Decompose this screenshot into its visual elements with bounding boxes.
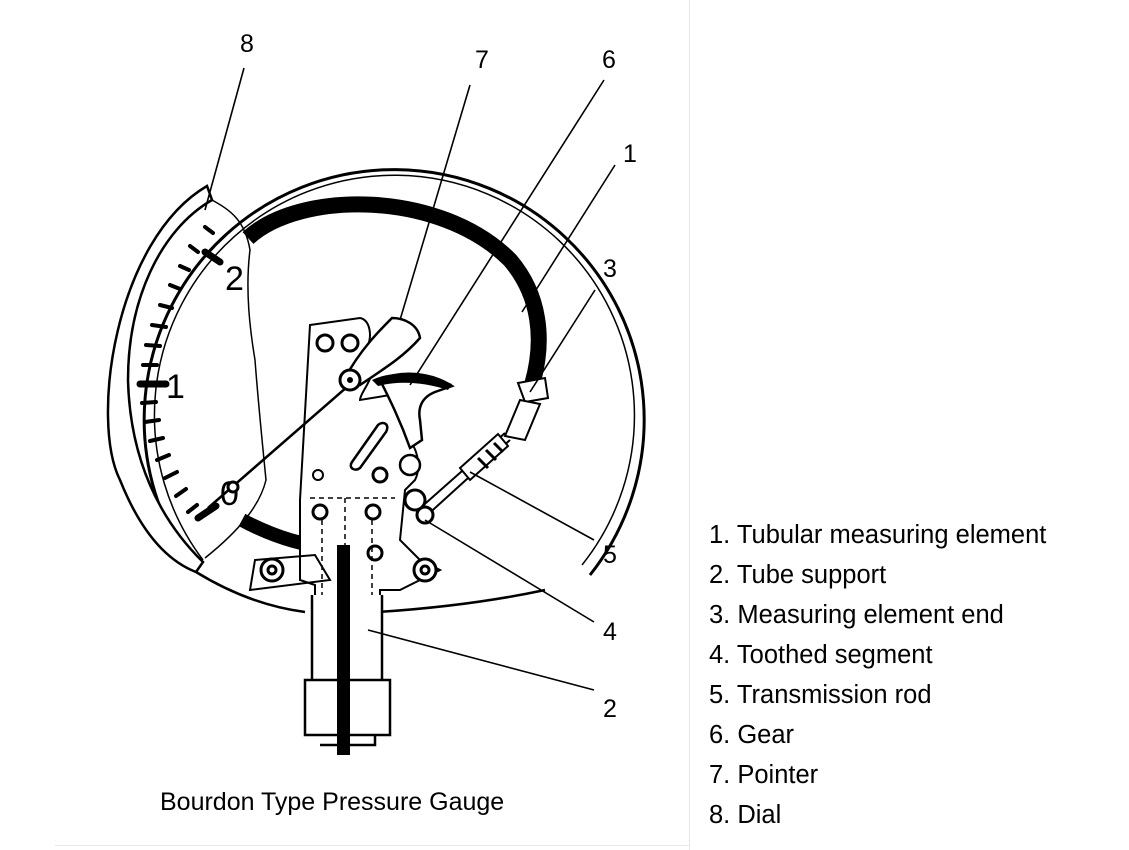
dial-number-2: 2	[225, 260, 244, 298]
callout-1: 1	[623, 140, 637, 168]
pointer-tail	[226, 480, 240, 494]
callout-8: 8	[240, 30, 254, 58]
rod-adjuster	[458, 432, 510, 482]
segment-pivot	[398, 453, 422, 477]
plate-slot	[349, 421, 389, 471]
diagram-panel	[689, 0, 690, 850]
legend-item-8: 8. Dial	[709, 801, 782, 829]
callout-5: 5	[603, 541, 617, 569]
legend-item-3: 3. Measuring element end	[709, 601, 1004, 629]
callout-6: 6	[602, 46, 616, 74]
dial-number-1: 1	[166, 368, 185, 406]
legend-item-5: 5. Transmission rod	[709, 681, 932, 709]
rod-threads	[476, 441, 505, 470]
bourdon-tube	[242, 196, 547, 388]
callout-4: 4	[603, 618, 617, 646]
legend-item-2: 2. Tube support	[709, 561, 887, 589]
pointer-hub	[343, 316, 422, 387]
segment-link	[403, 488, 435, 525]
dial-major-ticks	[136, 248, 224, 522]
gear-center	[347, 377, 353, 383]
lower-bracket	[248, 553, 332, 592]
callout-2: 2	[603, 695, 617, 723]
toothed-segment	[378, 372, 455, 450]
panel-divider	[55, 845, 690, 846]
legend-item-4: 4. Toothed segment	[709, 641, 933, 669]
callout-7: 7	[475, 46, 489, 74]
callout-3: 3	[603, 255, 617, 283]
mounting-screws	[259, 557, 438, 583]
diagram-caption: Bourdon Type Pressure Gauge	[160, 788, 505, 816]
bourdon-gauge-diagram: 2 1 0	[106, 30, 646, 755]
gauge-case-bottom	[195, 570, 546, 614]
socket-bore	[337, 545, 350, 755]
dial-ticks	[140, 225, 215, 514]
legend-item-1: 1. Tubular measuring element	[709, 521, 1047, 549]
gauge-case-outer	[142, 168, 646, 576]
legend-item-6: 6. Gear	[709, 721, 795, 749]
leader-lines	[204, 67, 616, 691]
end-link	[503, 398, 542, 442]
legend-item-7: 7. Pointer	[709, 761, 819, 789]
measuring-element-end	[516, 376, 550, 404]
dial-bezel	[106, 184, 214, 574]
parts-legend: 1. Tubular measuring element 2. Tube sup…	[709, 515, 1046, 835]
